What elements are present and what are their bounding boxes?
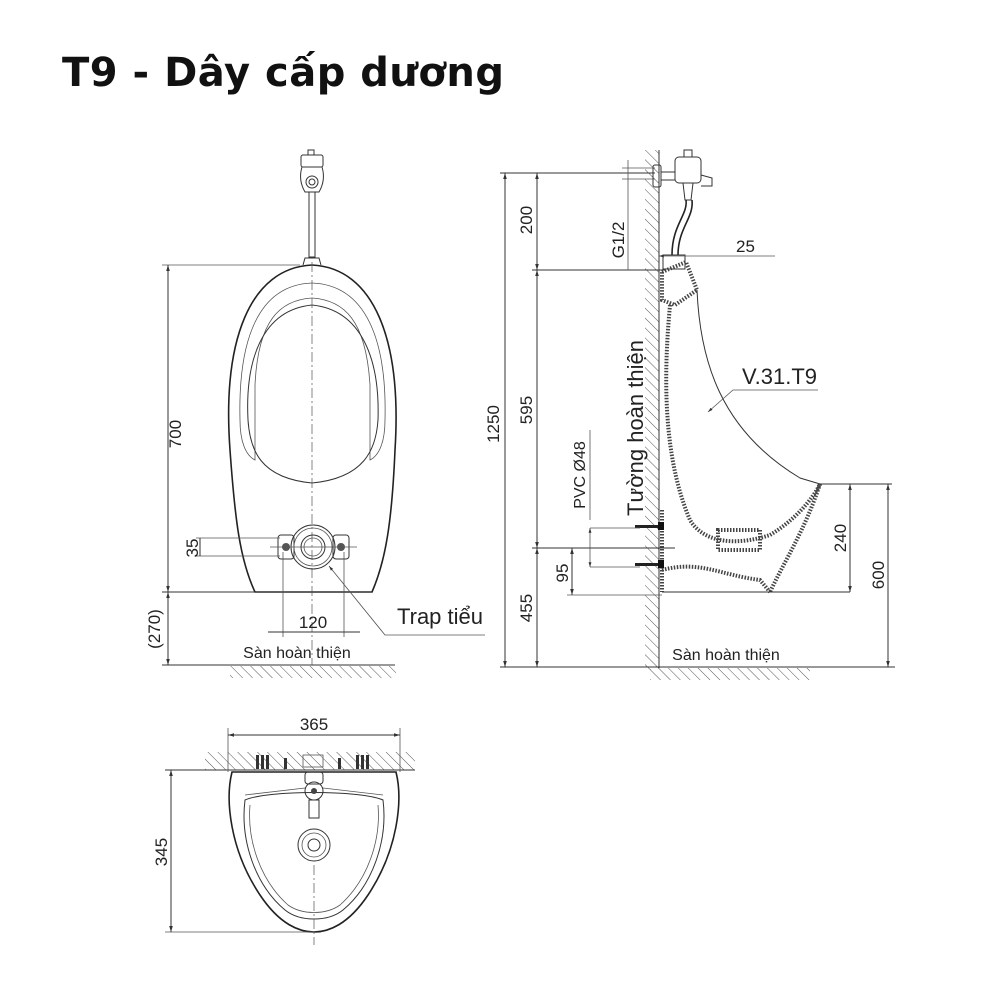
dim-35: 35 bbox=[183, 539, 202, 558]
floor-label-side: Sàn hoàn thiện bbox=[672, 647, 780, 664]
dim-455: 455 bbox=[517, 594, 536, 622]
dim-95: 95 bbox=[553, 564, 572, 583]
flush-valve-side-icon bbox=[652, 149, 713, 270]
model-label: V.31.T9 bbox=[742, 364, 817, 389]
dim-600: 600 bbox=[869, 561, 888, 589]
wall-hatch bbox=[645, 150, 659, 670]
dim-1250: 1250 bbox=[484, 405, 503, 443]
dim-25: 25 bbox=[736, 237, 755, 256]
dim-365: 365 bbox=[300, 715, 328, 734]
floor-hatch-side bbox=[650, 668, 810, 680]
thread-g12: G1/2 bbox=[609, 222, 628, 259]
dim-700: 700 bbox=[166, 420, 185, 448]
wall-label: Tường hoàn thiện bbox=[623, 340, 648, 516]
dim-200: 200 bbox=[517, 206, 536, 234]
page-title: T9 - Dây cấp dương bbox=[62, 50, 505, 96]
trap-label: Trap tiểu bbox=[397, 604, 483, 629]
floor-hatch-front bbox=[230, 666, 396, 678]
dim-345: 345 bbox=[152, 838, 171, 866]
dim-595: 595 bbox=[517, 396, 536, 424]
dim-270: (270) bbox=[145, 609, 164, 649]
top-view: 365 345 bbox=[152, 715, 415, 945]
outlet-flange bbox=[270, 524, 357, 570]
side-view: Sàn hoàn thiện V.31.T9 Tường bbox=[484, 149, 895, 680]
front-view: 700 (270) 35 120 Trap tiểu Sàn hoàn thiệ… bbox=[145, 149, 485, 678]
flush-valve-icon bbox=[300, 149, 324, 266]
dim-240: 240 bbox=[831, 524, 850, 552]
dim-120: 120 bbox=[299, 613, 327, 632]
floor-label-front: Sàn hoàn thiện bbox=[243, 645, 351, 662]
pipe-label: PVC Ø48 bbox=[572, 441, 589, 509]
inlet-chamber bbox=[660, 259, 700, 308]
